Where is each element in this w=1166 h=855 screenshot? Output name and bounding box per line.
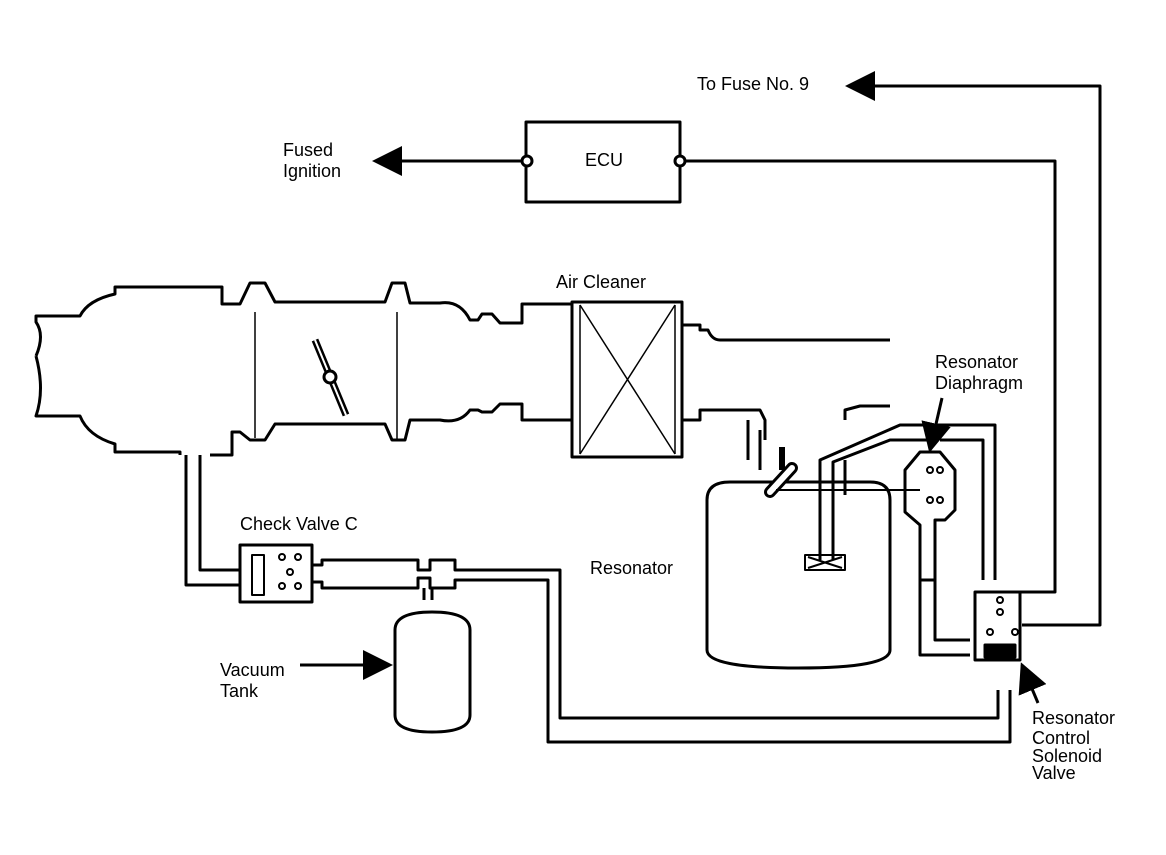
ecu-terminal bbox=[520, 154, 534, 168]
resonator-diaphragm-label: Diaphragm bbox=[935, 373, 1024, 393]
fuse-wire bbox=[845, 71, 1102, 627]
solenoid-valve bbox=[973, 590, 1022, 662]
check-valve-label: Check Valve C bbox=[240, 514, 358, 534]
ecu-label: ECU bbox=[585, 150, 624, 170]
to-fuse-label: To Fuse No. 9 bbox=[697, 74, 810, 94]
check-valve bbox=[238, 543, 314, 604]
vacuum-tank-label: Tank bbox=[220, 681, 259, 701]
resonator-diaphragm-label: Resonator bbox=[935, 352, 1019, 372]
resonator-valve-lever bbox=[764, 447, 920, 498]
ecu-terminal bbox=[673, 154, 687, 168]
vacuum-tank bbox=[393, 610, 472, 734]
resonator bbox=[705, 480, 892, 670]
air-cleaner bbox=[570, 300, 684, 459]
ecu-wire bbox=[685, 159, 1057, 594]
resonator-inner-valve bbox=[804, 554, 846, 571]
vacuum-tank-label: Vacuum bbox=[220, 660, 285, 680]
fused-ignition-label: Fused bbox=[283, 140, 334, 160]
intake-duct bbox=[34, 281, 572, 357]
throttle-valve bbox=[311, 338, 350, 417]
air-cleaner-label: Air Cleaner bbox=[556, 272, 647, 292]
vacuum-line bbox=[184, 455, 240, 587]
resonator-label: Resonator bbox=[590, 558, 674, 578]
solenoid-valve-label: Solenoid bbox=[1032, 746, 1103, 766]
solenoid-valve-label: Valve bbox=[1032, 763, 1076, 783]
solenoid-valve-label: Resonator bbox=[1032, 708, 1116, 728]
fused-ignition-label: Ignition bbox=[283, 161, 342, 181]
resonator-diaphragm bbox=[903, 450, 957, 582]
intake-duct bbox=[34, 355, 572, 457]
solenoid-valve-label: Control bbox=[1032, 728, 1091, 748]
